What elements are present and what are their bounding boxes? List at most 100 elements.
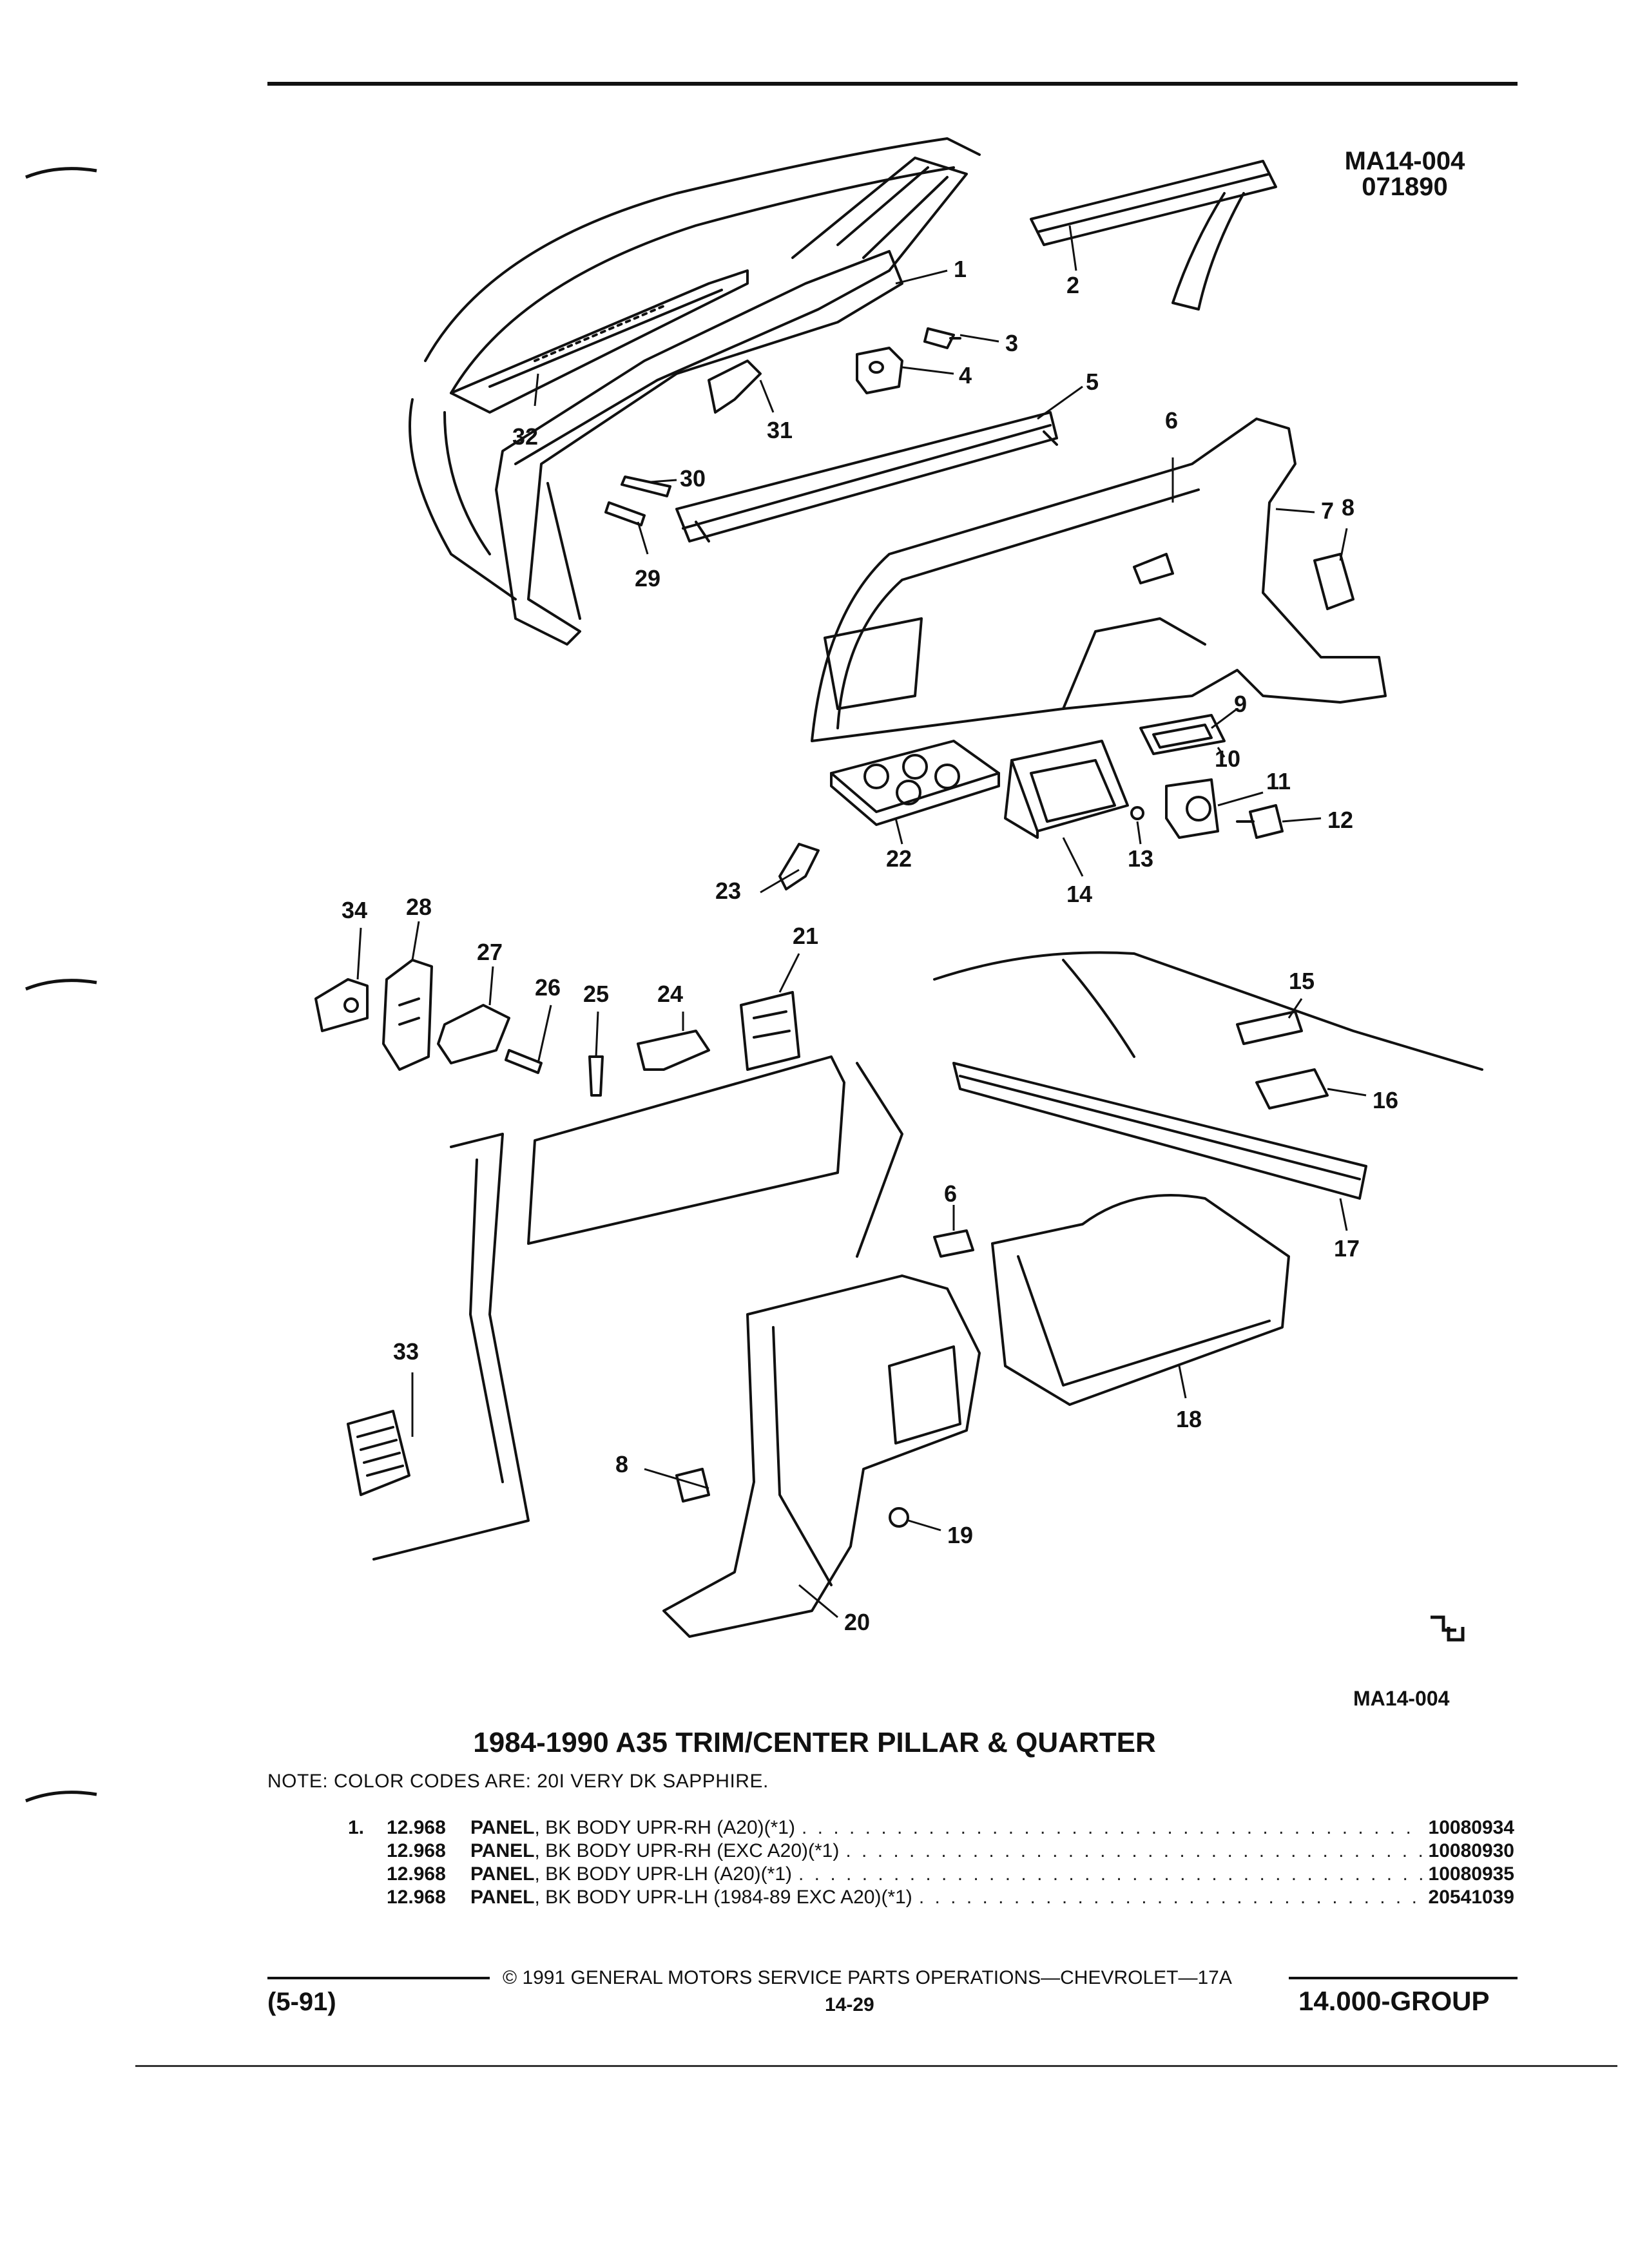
- bracket-16: [1255, 1068, 1329, 1110]
- callout-7: 7: [1321, 497, 1334, 524]
- part-name: PANEL: [470, 1840, 535, 1861]
- part-number: 10080934: [1428, 1817, 1514, 1838]
- part-name: PANEL: [470, 1887, 535, 1908]
- group-number: 12.968: [387, 1863, 446, 1885]
- washer-13: [1130, 806, 1144, 820]
- callout-29: 29: [635, 565, 660, 591]
- clip-31: [708, 360, 762, 414]
- callout-12: 12: [1327, 807, 1353, 833]
- callout-24: 24: [657, 981, 683, 1007]
- panel-1: [495, 250, 903, 646]
- callout-18: 18: [1176, 1406, 1202, 1432]
- cover-27: [437, 1004, 510, 1064]
- group-number: 12.968: [387, 1887, 446, 1908]
- cap-8-lower: [675, 1468, 710, 1503]
- part-description: , BK BODY UPR-RH (A20)(*1): [534, 1817, 795, 1838]
- binder-marks: [25, 167, 97, 1803]
- callout-17: 17: [1334, 1235, 1360, 1262]
- revision-code: (5-91): [267, 1988, 336, 2016]
- callout-2: 2: [1066, 272, 1079, 298]
- part-name: PANEL: [470, 1863, 535, 1885]
- speaker-grille-33: [347, 1410, 410, 1496]
- latch-24: [637, 1030, 710, 1071]
- parts-row: 12.968 PANEL , BK BODY UPR-LH (1984-89 E…: [348, 1887, 1514, 1910]
- screw-26: [505, 1049, 543, 1074]
- upper-trim-strip-32: [450, 269, 749, 414]
- screw-3: [923, 327, 961, 349]
- bezel-10: [1139, 714, 1226, 755]
- exploded-parts-diagram: 1 2 3 4 5 6 7 8 9 10 11 12 13 14 22 23 3…: [314, 137, 1483, 1642]
- callout-28: 28: [406, 894, 432, 920]
- footer-rule-right: [1289, 1977, 1518, 1979]
- leader-dots: [919, 1887, 1422, 1908]
- footer-rule-left: [267, 1977, 490, 1979]
- nut-4: [856, 347, 903, 394]
- callout-21: 21: [793, 923, 818, 949]
- cap-6-lower: [933, 1229, 974, 1258]
- bracket-11: [1165, 778, 1219, 839]
- quarter-trim-20: [662, 1274, 981, 1638]
- copyright-line: © 1991 GENERAL MOTORS SERVICE PARTS OPER…: [503, 1967, 1232, 1988]
- callout-6b: 6: [944, 1180, 957, 1207]
- top-rule: [267, 82, 1518, 86]
- callout-4: 4: [959, 362, 972, 389]
- callout-6: 6: [1165, 407, 1178, 434]
- parts-list: 1. 12.968 PANEL , BK BODY UPR-RH (A20)(*…: [348, 1817, 1514, 1910]
- roof-rear: [933, 951, 1483, 1071]
- bracket-34: [314, 978, 369, 1032]
- diagram-code-header: MA14-004 071890: [1321, 148, 1489, 200]
- group-number: 12.968: [387, 1840, 446, 1861]
- callout-14: 14: [1066, 881, 1092, 907]
- parts-row: 1. 12.968 PANEL , BK BODY UPR-RH (A20)(*…: [348, 1817, 1514, 1840]
- callout-27: 27: [477, 939, 503, 965]
- page-number: 14-29: [825, 1994, 874, 2015]
- callout-32: 32: [512, 423, 538, 450]
- leader-dots: [845, 1840, 1422, 1862]
- part-number: 20541039: [1428, 1887, 1514, 1908]
- part-description: , BK BODY UPR-RH (EXC A20)(*1): [534, 1840, 840, 1861]
- quarter-trim-7: [811, 418, 1387, 742]
- roof-outline: [424, 137, 981, 362]
- part-description: , BK BODY UPR-LH (1984-89 EXC A20)(*1): [534, 1887, 912, 1908]
- quarter-glass: [527, 1055, 845, 1245]
- hinge-15: [1236, 1010, 1303, 1045]
- bottom-rule: [135, 2065, 1617, 2067]
- bracket-21: [740, 991, 800, 1071]
- part-number: 10080930: [1428, 1840, 1514, 1861]
- latch-28: [382, 959, 433, 1071]
- leader-dots: [798, 1863, 1422, 1885]
- callout-3: 3: [1005, 330, 1018, 356]
- color-code-note: NOTE: COLOR CODES ARE: 20I VERY DK SAPPH…: [267, 1771, 769, 1792]
- diagram-code: MA14-004: [1344, 147, 1465, 175]
- item-number: 1.: [348, 1817, 365, 1838]
- parts-row: 12.968 PANEL , BK BODY UPR-RH (EXC A20)(…: [348, 1840, 1514, 1863]
- callout-34: 34: [342, 897, 367, 923]
- bolt-25: [588, 1055, 604, 1097]
- callout-20: 20: [844, 1609, 870, 1635]
- publisher-logo-mark: [1431, 1615, 1465, 1642]
- callout-26: 26: [535, 974, 561, 1001]
- group-number: 12.968: [387, 1817, 446, 1838]
- grommet-8: [1313, 553, 1354, 610]
- clip-23: [778, 843, 820, 890]
- callout-11: 11: [1266, 768, 1291, 794]
- callout-8: 8: [1342, 494, 1354, 521]
- diagram-date-code: 071890: [1362, 173, 1448, 201]
- callout-9: 9: [1234, 691, 1247, 717]
- callout-30: 30: [680, 465, 706, 492]
- callout-16: 16: [1373, 1087, 1398, 1113]
- callout-8b: 8: [615, 1451, 628, 1477]
- parts-row: 12.968 PANEL , BK BODY UPR-LH (A20)(*1) …: [348, 1863, 1514, 1887]
- figure-code: MA14-004: [1353, 1687, 1450, 1710]
- callout-25: 25: [583, 981, 609, 1007]
- part-name: PANEL: [470, 1817, 535, 1838]
- screw-30: [621, 476, 671, 497]
- callout-31: 31: [767, 417, 793, 443]
- rear-window-opening: [791, 157, 968, 272]
- callout-5: 5: [1086, 369, 1099, 395]
- storage-box-14: [1010, 740, 1129, 832]
- group-code: 14.000-GROUP: [1298, 1986, 1490, 2016]
- rail-5: [675, 411, 1058, 543]
- callout-33: 33: [393, 1338, 419, 1365]
- callout-10: 10: [1215, 745, 1240, 772]
